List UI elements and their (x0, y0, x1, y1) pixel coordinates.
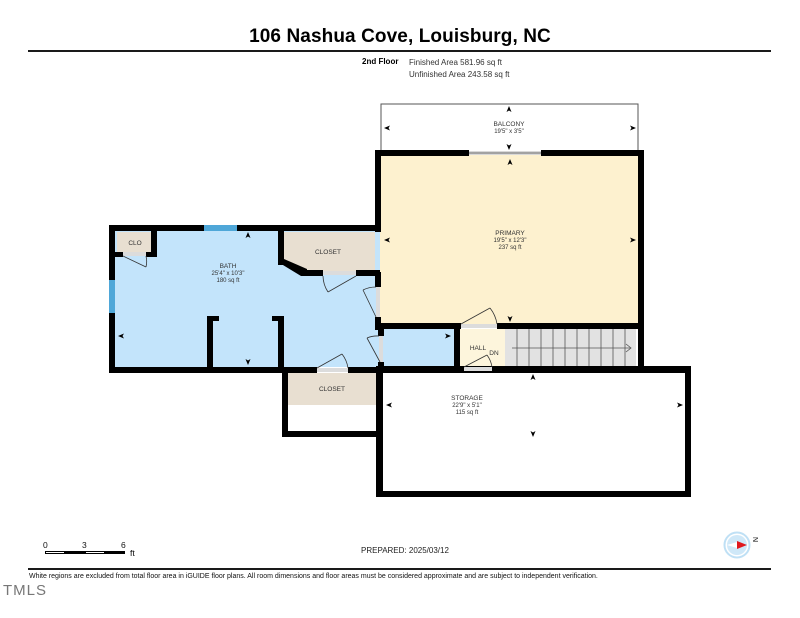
bath-label: BATH (220, 263, 237, 270)
dimension-arrow-icon (506, 106, 512, 112)
primary-dims: 19'5" x 12'3" (494, 238, 527, 244)
room-closet-upper: CLOSET (283, 232, 375, 272)
scale-unit: ft (130, 548, 135, 558)
prepared-date: PREPARED: 2025/03/12 (361, 546, 449, 555)
storage-area: 115 sq ft (456, 410, 479, 416)
dimension-arrow-icon (530, 374, 536, 380)
floor-label: 2nd Floor (362, 57, 399, 66)
closet-lower-label: CLOSET (319, 386, 345, 393)
room-balcony: BALCONY 19'5" x 3'5" (380, 103, 639, 153)
door-swings (122, 252, 498, 372)
dimension-arrow-icon (245, 232, 251, 238)
room-hall: HALL DN (460, 329, 505, 367)
compass: N (723, 530, 759, 560)
primary-label: PRIMARY (495, 230, 525, 237)
dimension-arrow-icon (386, 402, 392, 408)
scale-tick: 3 (82, 540, 87, 550)
stairs-down-label: DN (489, 350, 499, 357)
room-closet-lower: CLOSET (288, 373, 376, 405)
primary-area: 237 sq ft (498, 245, 521, 251)
dimension-arrow-icon (506, 144, 512, 150)
finished-area: Finished Area 581.96 sq ft (409, 58, 502, 67)
compass-north-label: N (751, 536, 759, 543)
bath-dims: 25'4" x 10'3" (212, 271, 245, 277)
dimension-arrow-icon (630, 125, 636, 131)
north-compass-icon (723, 531, 751, 559)
balcony-dims: 19'5" x 3'5" (494, 129, 524, 135)
scale-tick: 0 (43, 540, 48, 550)
dimension-arrow-icon (384, 237, 390, 243)
clo-label: CLO (128, 240, 141, 247)
dimension-arrow-icon (507, 316, 513, 322)
footer-divider (28, 568, 771, 570)
room-storage: STORAGE 22'9" x 5'1" 115 sq ft (383, 372, 685, 491)
page-title: 106 Nashua Cove, Louisburg, NC (249, 26, 551, 47)
bath-area: 180 sq ft (216, 278, 239, 284)
window (204, 225, 237, 231)
dimension-arrow-icon (245, 359, 251, 365)
closet-upper-label: CLOSET (315, 249, 341, 256)
area-summary: Finished Area 581.96 sq ft Unfinished Ar… (409, 57, 510, 81)
scale-bar: 0 3 6 ft (43, 540, 143, 560)
unfinished-area: Unfinished Area 243.58 sq ft (409, 70, 510, 79)
dimension-arrow-icon (530, 431, 536, 437)
dimension-arrow-icon (384, 125, 390, 131)
balcony-label: BALCONY (493, 121, 525, 128)
room-clo: CLO (117, 232, 151, 252)
walls (109, 150, 691, 497)
dimension-arrow-icon (445, 333, 451, 339)
hall-label: HALL (470, 345, 487, 352)
room-primary: PRIMARY 19'5" x 12'3" 237 sq ft (380, 155, 639, 325)
dimension-arrow-icon (118, 333, 124, 339)
mls-watermark: TMLS (3, 582, 48, 599)
scale-tick: 6 (121, 540, 126, 550)
storage-dims: 22'9" x 5'1" (452, 403, 482, 409)
header-divider (28, 50, 771, 52)
dimension-arrow-icon (507, 159, 513, 165)
disclaimer: White regions are excluded from total fl… (29, 573, 598, 580)
stairs (505, 329, 636, 367)
dimension-arrow-icon (677, 402, 683, 408)
window (109, 280, 115, 313)
storage-label: STORAGE (451, 395, 483, 402)
dimension-arrow-icon (630, 237, 636, 243)
